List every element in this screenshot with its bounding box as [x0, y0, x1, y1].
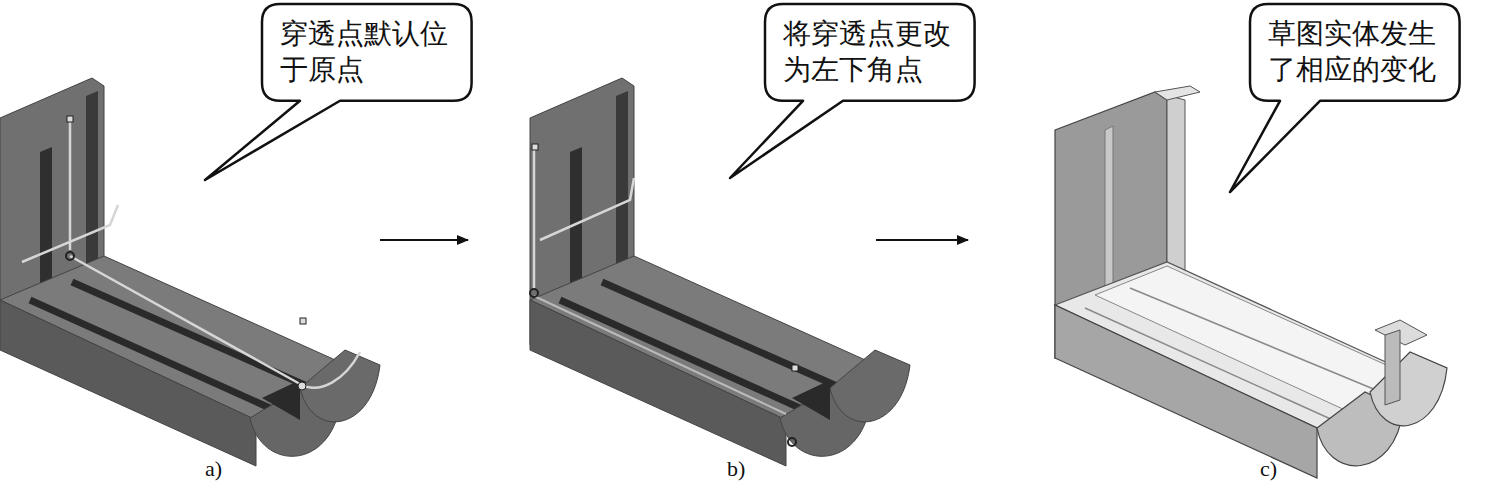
callout-bubble: 穿透点默认位于原点: [262, 4, 472, 101]
callout-shape: [1230, 4, 1460, 192]
view-label: a): [205, 456, 222, 482]
callout-text: 将穿透点更改为左下角点: [783, 16, 957, 89]
callout-bubble: 将穿透点更改为左下角点: [765, 4, 975, 101]
callout-text: 草图实体发生了相应的变化: [1268, 16, 1442, 89]
callout-shape: [205, 4, 472, 180]
callout-bubble: 草图实体发生了相应的变化: [1250, 4, 1460, 101]
callout-shape: [730, 4, 975, 178]
callout-text: 穿透点默认位于原点: [280, 16, 454, 89]
view-label: b): [727, 456, 745, 482]
view-label: c): [1260, 456, 1277, 482]
